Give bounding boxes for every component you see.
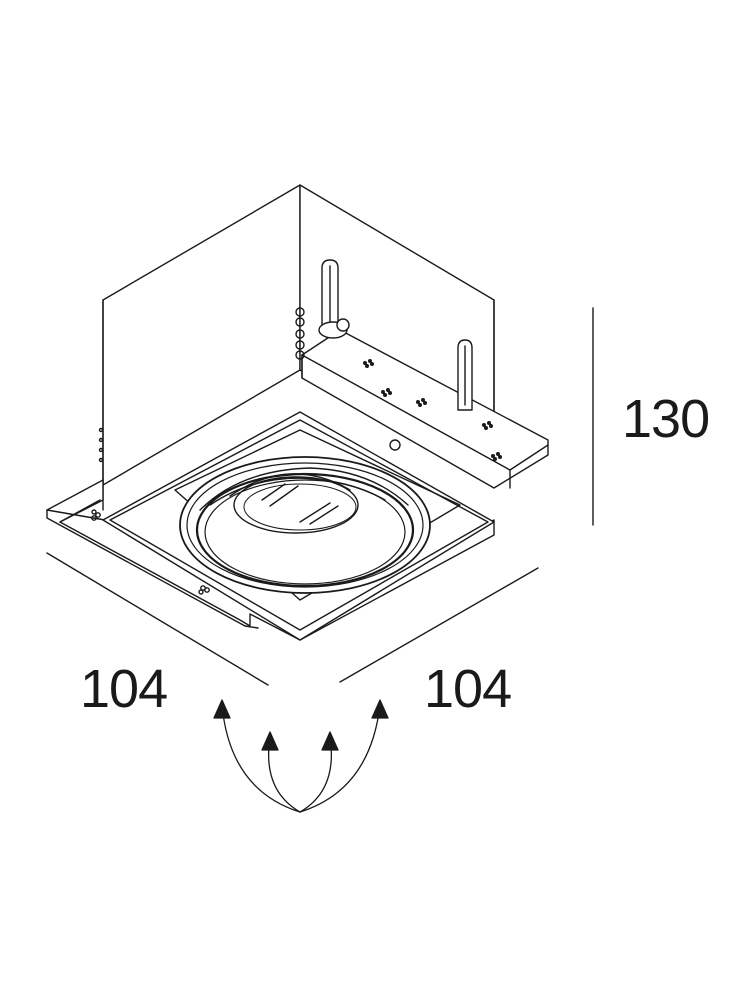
width-right-dimension-line xyxy=(339,567,539,683)
height-dimension-label: 130 xyxy=(622,389,710,449)
dimension-lines xyxy=(46,307,594,686)
tilt-arrows-icon xyxy=(213,699,389,813)
bracket-posts xyxy=(318,259,473,411)
side-screws xyxy=(98,427,104,463)
base-flange xyxy=(46,479,495,641)
lens-ring xyxy=(179,456,431,594)
width-left-dimension-line xyxy=(46,552,269,686)
width-left-dimension-label: 104 xyxy=(80,659,168,719)
width-right-dimension-label: 104 xyxy=(424,659,512,719)
